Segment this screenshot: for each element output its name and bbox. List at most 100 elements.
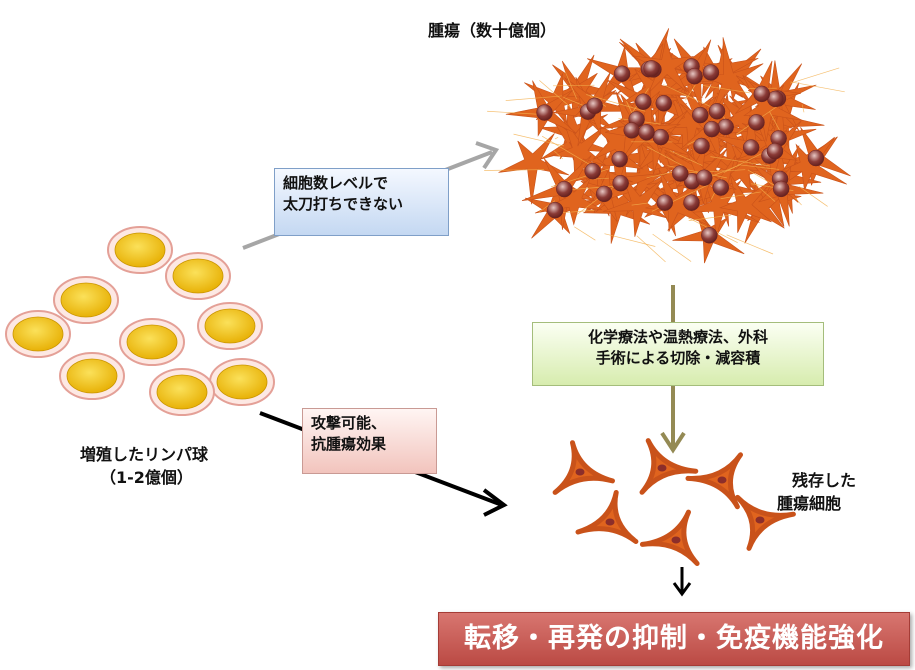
tumor-nucleus [536,104,553,121]
tumor-fiber [552,84,595,87]
lymphocyte-group [5,226,275,416]
tumor-fiber [505,95,563,101]
tumor-nucleus [623,122,640,139]
attack-note-line2: 抗腫瘍効果 [311,435,387,453]
tumor-fiber [794,197,802,206]
tumor-fiber [574,226,596,241]
tumor-cell [631,38,694,94]
tumor-fiber [487,110,543,115]
tumor-fiber [726,234,774,255]
tumor-nucleus [612,174,629,192]
tumor-nucleus [584,162,601,180]
lymphocyte-core [60,282,112,318]
residual-cell [685,452,743,510]
tumor-nucleus [655,95,673,112]
tumor-nucleus [586,97,603,115]
result-banner: 転移・再発の抑制・免疫機能強化 [438,612,910,666]
tumor-nucleus [708,103,726,120]
tumor-cell [498,133,570,205]
tumor-nucleus [702,64,720,81]
treatment-note: 化学療法や温熱療法、外科 手術による切除・減容積 [532,322,824,386]
tumor-fiber [738,164,780,170]
tumor-fiber [647,146,684,167]
tumor-nucleus [701,226,718,244]
residual-tumor-cells [552,438,796,566]
tumor-fiber [753,182,776,202]
residual-cell [575,490,639,544]
tumor-fiber [539,80,571,108]
tumor-fiber [568,185,619,191]
lymphocyte-core [172,258,224,294]
residual-label-line1: 残存した [792,471,857,490]
lymphocyte-label: 増殖したリンパ球 [80,445,209,464]
treatment-note-line1: 化学療法や温熱療法、外科 [587,328,768,346]
tumor-nucleus [656,194,674,211]
tumor-nucleus [772,180,790,198]
lymphocyte-core [126,324,178,360]
residual-nucleus [605,518,615,526]
tumor-nucleus [595,185,613,203]
lymphocyte-core [156,374,208,410]
tumor-fiber [541,135,591,166]
tumor-nucleus [643,60,660,77]
tumor-nucleus [748,114,765,131]
lymphocyte-core [12,316,64,352]
tumor-nucleus [766,142,784,160]
attack-note: 攻撃可能、 抗腫瘍効果 [302,408,437,474]
residual-cell [639,438,699,495]
tumor-fiber [790,67,840,84]
tumor-fiber [484,169,544,171]
tumor-fiber [790,81,845,93]
tumor-nucleus [556,180,573,198]
residual-nucleus [575,468,585,476]
tumor-fiber [631,202,649,206]
tumor-fiber [564,71,577,99]
residual-cell [735,494,796,551]
cell-count-note-line1: 細胞数レベルで [283,174,389,192]
residual-cell [639,509,700,566]
tumor-fiber [604,233,656,247]
tumor-fiber [710,156,771,167]
tumor-nucleus [613,65,631,82]
tumor-nucleus [695,169,713,186]
lymphocyte-core [204,308,256,344]
tumor-nucleus [686,67,703,85]
down-arrow [672,567,692,597]
tumor-fiber [669,150,703,166]
tumor-mass [484,28,851,264]
tumor-nucleus [652,128,670,146]
residual-cell [552,440,615,495]
tumor-nucleus [638,124,655,141]
tumor-nucleus [691,106,709,124]
tumor-nucleus [693,137,710,155]
cell-count-note-line2: 太刀打ちできない [283,195,404,213]
tumor-nucleus [807,149,825,167]
tumor-nucleus [712,179,730,196]
tumor-nucleus [703,120,721,138]
tumor-cell [660,91,728,158]
attack-note-line1: 攻撃可能、 [311,414,387,432]
lymphocyte-core [114,232,166,268]
tumor-cell [602,174,668,237]
tumor-fiber [685,84,696,101]
cell-count-note: 細胞数レベルで 太刀打ちできない [274,168,449,236]
tumor-fiber [586,94,646,112]
tumor-fiber [636,235,666,263]
residual-nucleus [671,536,681,544]
tumor-nucleus [635,93,652,110]
tumor-nucleus [753,85,771,103]
tumor-nucleus [683,194,700,211]
tumor-nucleus [611,150,628,168]
residual-nucleus [657,464,667,472]
tumor-fiber [554,137,559,140]
lymphocyte-core [66,358,118,394]
tumor-cell [534,177,602,226]
tumor-nucleus [742,139,760,156]
residual-nucleus [755,516,765,524]
tumor-fiber [553,150,563,160]
tumor-fiber [799,186,828,207]
tumor-fiber [688,214,732,221]
treatment-note-line2: 手術による切除・減容積 [595,349,761,367]
residual-label-line2: 腫瘍細胞 [777,494,842,513]
